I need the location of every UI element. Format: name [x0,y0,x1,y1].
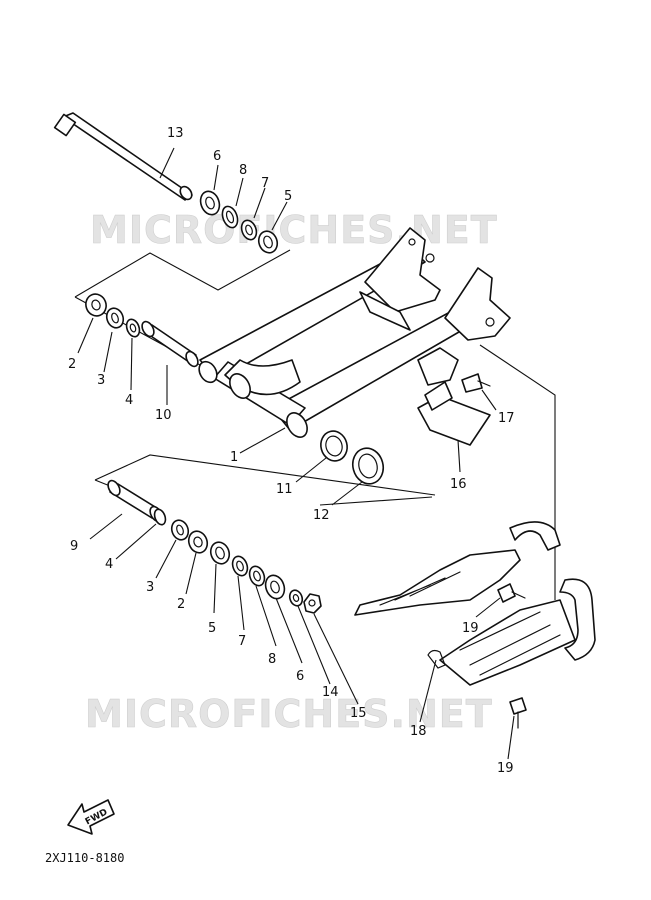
callout-5-upper: 5 [284,189,292,204]
callout-7-upper: 7 [261,176,269,191]
forward-arrow-icon: FWD [67,799,115,835]
callout-12: 12 [313,508,330,523]
callout-17: 17 [498,411,515,426]
callout-19-upper: 19 [462,621,479,636]
callout-10: 10 [155,408,172,423]
lower-bearing-2 [187,530,209,554]
bolt-17 [461,373,491,393]
callout-5-lower: 5 [208,621,216,636]
upper-bearing-2 [85,293,107,317]
lower-washer-4 [153,508,167,526]
upper-collar-10 [141,320,199,368]
callout-2-lower: 2 [177,597,185,612]
callout-3-upper: 3 [97,373,105,388]
diagram-code: 2XJ110-8180 [45,851,124,865]
lower-seal-7 [231,555,249,577]
bushing-12 [351,447,385,485]
callout-4-lower: 4 [105,557,113,572]
lower-washer-8 [248,565,266,587]
callout-11: 11 [276,482,293,497]
footrest-bracket [354,521,596,686]
watermark-top: MICROFICHES.NET [90,208,498,252]
upper-washer-8 [221,205,239,229]
lower-spacer-6 [264,574,286,600]
callout-6-upper: 6 [213,149,221,164]
washer-14 [288,589,304,607]
leader-lines [77,147,515,760]
lower-assembly-guide [94,454,436,506]
upper-bushing-5 [257,230,279,254]
bracket [417,347,459,386]
watermark-bottom: MICROFICHES.NET [85,692,493,736]
callout-16: 16 [450,477,467,492]
callout-2-upper: 2 [68,357,76,372]
lower-bushing-5 [209,541,231,565]
pivot-shaft [53,112,193,201]
callout-15: 15 [350,706,367,721]
swingarm [198,227,511,438]
callout-9: 9 [70,539,78,554]
upper-bearing-3 [105,307,125,329]
callout-6-lower: 6 [296,669,304,684]
callout-19-lower: 19 [497,761,514,776]
lower-bearing-3 [170,519,190,541]
callout-13: 13 [167,126,184,141]
bolt-19-lower [509,697,527,729]
bolt-19-upper [497,583,526,603]
callout-14: 14 [322,685,339,700]
callout-4-upper: 4 [125,393,133,408]
callout-8-upper: 8 [239,163,247,178]
callout-18: 18 [410,724,427,739]
nut-15 [303,593,322,614]
callout-1: 1 [230,450,238,465]
callouts: 13 6 8 7 5 2 3 4 10 1 11 12 17 16 9 4 3 … [68,126,515,776]
upper-washer-4 [125,318,141,338]
callout-7-lower: 7 [238,634,246,649]
upper-spacer-6 [199,190,221,216]
upper-seal-7 [240,219,258,241]
chain-guide [417,381,491,446]
callout-8-lower: 8 [268,652,276,667]
bushing-11 [320,430,348,462]
callout-3-lower: 3 [146,580,154,595]
